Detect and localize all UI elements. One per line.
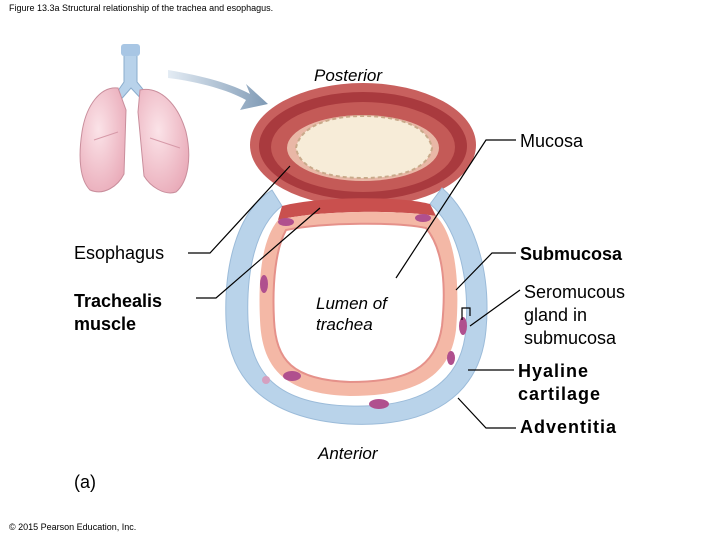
- gland: [262, 376, 270, 384]
- part-label: (a): [74, 472, 96, 492]
- gland: [278, 218, 294, 226]
- larynx-thumbnail: [121, 44, 140, 56]
- hyaline-cartilage-ring: [225, 187, 488, 425]
- submucosa-label: Submucosa: [520, 244, 623, 264]
- leader-lines: [188, 139, 521, 429]
- copyright-notice: © 2015 Pearson Education, Inc.: [9, 522, 137, 532]
- leader-submucosa: [455, 252, 516, 291]
- esophagus-section: [250, 83, 476, 207]
- figure-caption: Figure 13.3a Structural relationship of …: [9, 3, 274, 13]
- pointer-arrow: [168, 70, 268, 110]
- leader-trachealis: [196, 207, 321, 299]
- gland: [447, 351, 455, 365]
- hyaline-cartilage-label: Hyaline cartilage: [518, 361, 602, 404]
- gland: [283, 371, 301, 381]
- gland: [459, 317, 467, 335]
- adventitia-label: Adventitia: [520, 417, 618, 437]
- leader-esophagus: [188, 165, 291, 254]
- right-lung-thumbnail: [79, 87, 127, 193]
- trachealis-muscle-label: Trachealis muscle: [74, 291, 163, 334]
- leader-mucosa: [395, 139, 516, 279]
- gland: [415, 214, 431, 222]
- leader-seromucous: [469, 289, 521, 327]
- trachealis-muscle: [278, 198, 436, 220]
- seromucous-gland-label: Seromucous gland in submucosa: [524, 282, 626, 348]
- lumen-label: Lumen of trachea: [316, 294, 387, 334]
- lumen-of-trachea: [272, 222, 445, 384]
- esophagus-label: Esophagus: [74, 243, 165, 263]
- gland-bracket: [461, 307, 471, 320]
- trachea-section: [225, 187, 488, 425]
- anterior-label: Anterior: [318, 444, 378, 463]
- posterior-label: Posterior: [314, 66, 383, 85]
- left-lung-thumbnail: [137, 88, 190, 194]
- esophagus-lumen: [294, 114, 434, 180]
- lungs-thumbnail: [79, 44, 190, 194]
- gland: [260, 275, 268, 293]
- mucosa-label: Mucosa: [520, 131, 584, 151]
- gland: [369, 399, 389, 409]
- leader-adventitia: [457, 397, 516, 429]
